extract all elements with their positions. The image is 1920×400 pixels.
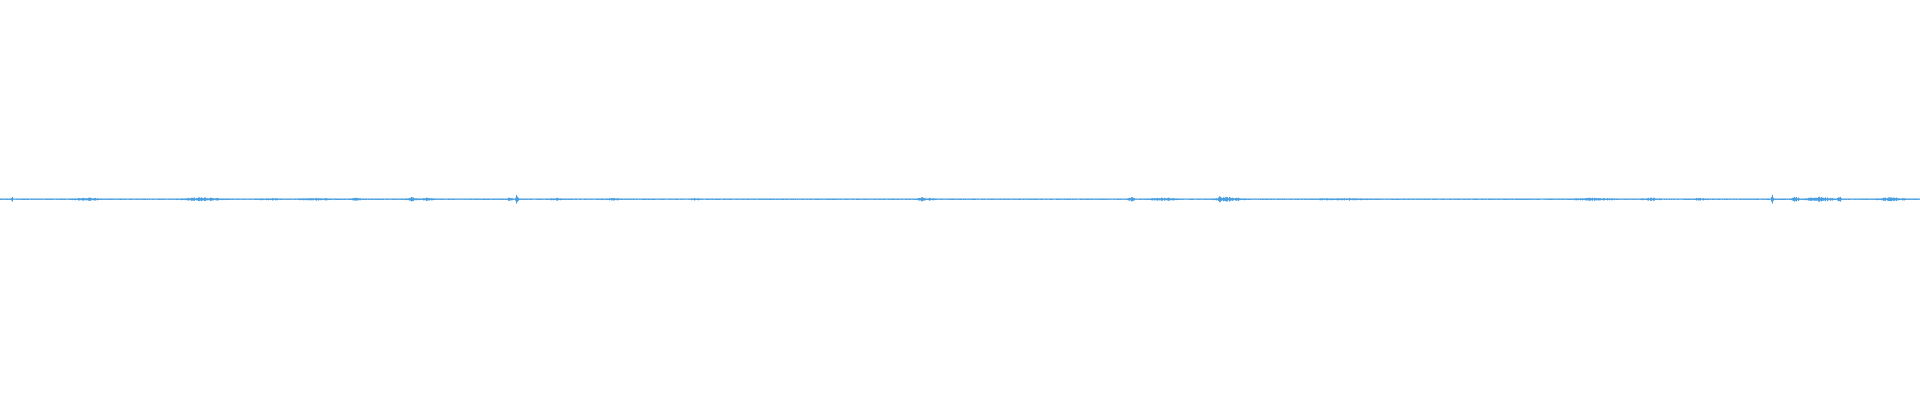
waveform-signal — [0, 194, 1920, 204]
